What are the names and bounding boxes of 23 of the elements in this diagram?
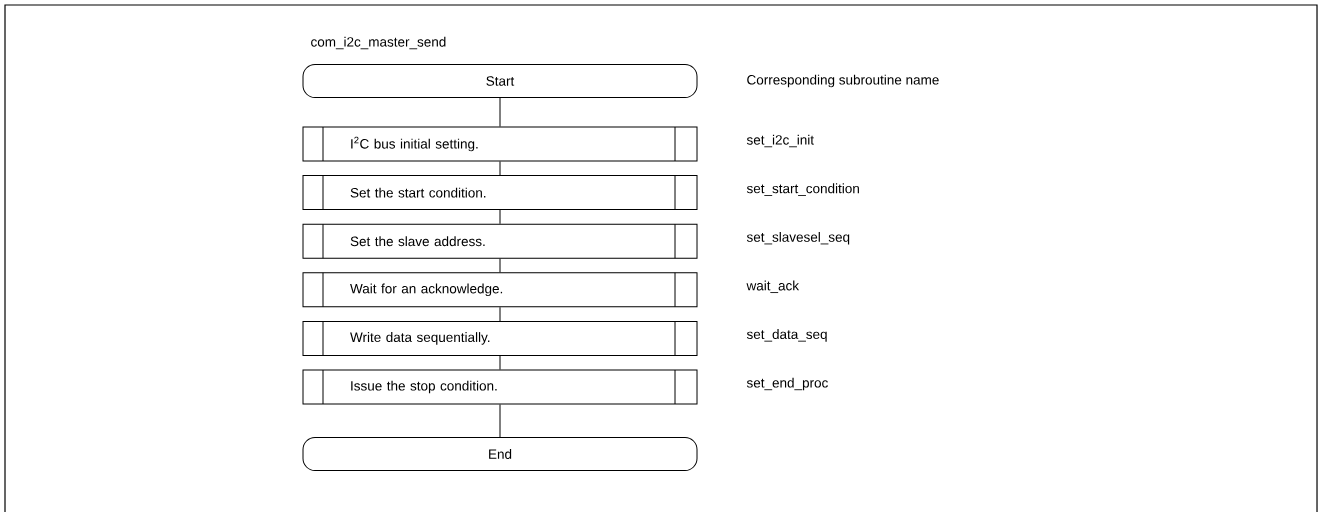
connector-line — [499, 404, 501, 438]
subroutine-box: Write data sequentially. — [302, 320, 698, 356]
connector-line — [499, 258, 501, 273]
subroutine-name: wait_ack — [746, 280, 800, 294]
subroutine-name: set_data_seq — [746, 329, 827, 342]
chart-title: com_i2c_master_send — [311, 36, 446, 50]
terminator: Start — [302, 64, 698, 98]
connector-line — [499, 97, 501, 127]
subroutine-name: set_start_condition — [746, 183, 859, 196]
subroutine-box: Set the slave address. — [302, 223, 698, 259]
connector-line — [499, 161, 501, 176]
subroutine-box: Issue the stop condition. — [302, 369, 698, 405]
column-heading: Corresponding subroutine name — [747, 74, 939, 88]
subroutine-box: I$^{2}$C bus initial setting. — [302, 126, 698, 162]
subroutine-box: Set the start condition. — [302, 175, 698, 211]
connector-line — [499, 306, 501, 322]
connector-line — [499, 209, 501, 225]
subroutine-box: Wait for an acknowledge. — [302, 272, 698, 308]
subroutine-name: set_slavesel_seq — [746, 231, 850, 245]
terminator: End — [302, 437, 698, 471]
subroutine-name: set_end_proc — [746, 377, 828, 391]
subroutine-name: set_i2c_init — [746, 134, 814, 148]
connector-line — [499, 355, 501, 370]
